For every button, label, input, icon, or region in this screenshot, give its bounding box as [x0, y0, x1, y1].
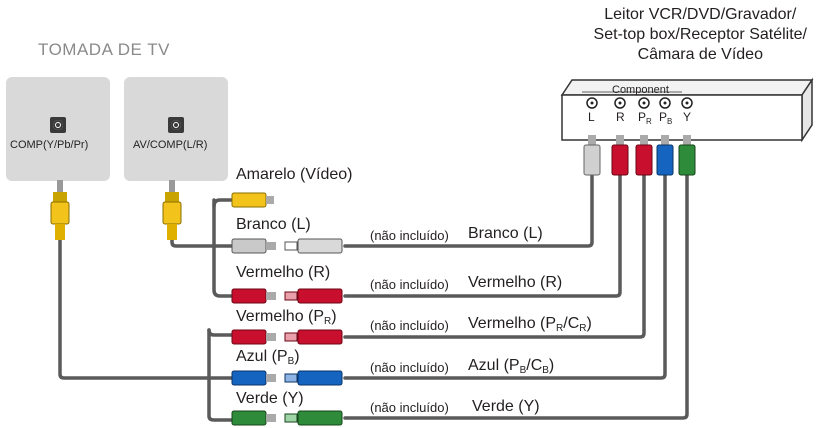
tv-plug-comp [50, 180, 70, 240]
label-vermelho-pr-right-b: /C [563, 315, 580, 332]
tv-panel-comp: COMP(Y/Pb/Pr) [6, 77, 110, 181]
port-label-pb-sub: B [667, 117, 673, 126]
port-label-pr-main: P [638, 110, 647, 124]
label-azul-right: Azul (PB/CB) [468, 357, 554, 376]
plug-amarelo [231, 192, 274, 208]
label-vermelho-pr-right-sub1: R [556, 323, 564, 334]
label-vermelho-pr-right-sub2: R [579, 323, 587, 334]
port-label-pr: PR [638, 110, 652, 126]
cables [58, 173, 689, 422]
not-included-verde: (não incluído) [370, 400, 449, 415]
label-vermelho-left: Vermelho (R) [236, 264, 331, 281]
label-amarelo: Amarelo (Vídeo) [236, 166, 353, 183]
comp-jack-icon [50, 117, 66, 133]
plug-pair-branco [231, 238, 343, 254]
av-jack-label: AV/COMP(L/R) [133, 139, 208, 151]
label-azul-right-b: /C [526, 357, 543, 374]
label-vermelho-pr-left-main: Vermelho (P [236, 308, 325, 325]
tv-plug-av [162, 180, 182, 240]
label-vermelho-pr-left: Vermelho (PR) [236, 308, 337, 327]
label-azul-left-close: ) [294, 348, 300, 365]
device-title: Leitor VCR/DVD/Gravador/ Set-top box/Rec… [594, 5, 807, 65]
device-plug-red [611, 135, 629, 176]
device-plug-red-pr [635, 135, 653, 176]
tv-socket-title: TOMADA DE TV [38, 40, 170, 59]
label-azul-right-sub2: B [542, 365, 549, 376]
label-vermelho-pr-left-close: ) [331, 308, 337, 325]
plug-pair-vermelho [231, 288, 343, 304]
label-vermelho-pr-left-sub: R [324, 316, 332, 327]
port-label-l: L [588, 110, 595, 124]
device-plug-green [678, 135, 696, 176]
label-azul-left: Azul (PB) [236, 348, 300, 367]
label-branco-right: Branco (L) [468, 225, 543, 242]
plug-pair-azul [231, 370, 343, 386]
tv-panel-av: AV/COMP(L/R) [124, 77, 228, 181]
label-vermelho-pr-right: Vermelho (PR/CR) [468, 315, 592, 334]
port-label-y: Y [683, 110, 692, 124]
label-azul-left-main: Azul (P [236, 348, 288, 365]
av-jack-icon [168, 117, 184, 133]
label-vermelho-pr-right-a: Vermelho (P [468, 315, 557, 332]
label-azul-right-close: ) [548, 357, 555, 374]
label-azul-right-a: Azul (P [468, 357, 520, 374]
not-included-vermelho: (não incluído) [370, 277, 449, 292]
label-azul-right-sub1: B [519, 365, 527, 376]
device-title-line2: Set-top box/Receptor Satélite/ [593, 26, 807, 43]
label-verde-right: Verde (Y) [472, 398, 540, 415]
port-label-pr-sub: R [646, 117, 652, 126]
port-label-pb: PB [659, 110, 672, 126]
comp-jack-label: COMP(Y/Pb/Pr) [10, 139, 89, 151]
not-included-vermelho-pr: (não incluído) [370, 318, 449, 333]
component-label: Component [612, 84, 669, 96]
device-plug-blue [656, 135, 674, 176]
device-ports [586, 97, 693, 109]
port-label-r: R [616, 110, 625, 124]
not-included-azul: (não incluído) [370, 360, 449, 375]
device-plug-white [583, 135, 601, 176]
port-label-pb-main: P [659, 110, 668, 124]
device-title-line3: Câmara de Vídeo [637, 46, 763, 63]
label-vermelho-pr-right-close: ) [586, 315, 592, 332]
plug-pair-verde [231, 410, 343, 426]
device-title-line1: Leitor VCR/DVD/Gravador/ [604, 6, 797, 23]
label-branco-left: Branco (L) [236, 216, 311, 233]
label-azul-left-sub: B [287, 356, 295, 367]
label-vermelho-right: Vermelho (R) [468, 274, 563, 291]
not-included-branco: (não incluído) [370, 228, 449, 243]
label-verde-left: Verde (Y) [236, 390, 304, 407]
plug-pair-vermelho-pr [231, 329, 343, 345]
